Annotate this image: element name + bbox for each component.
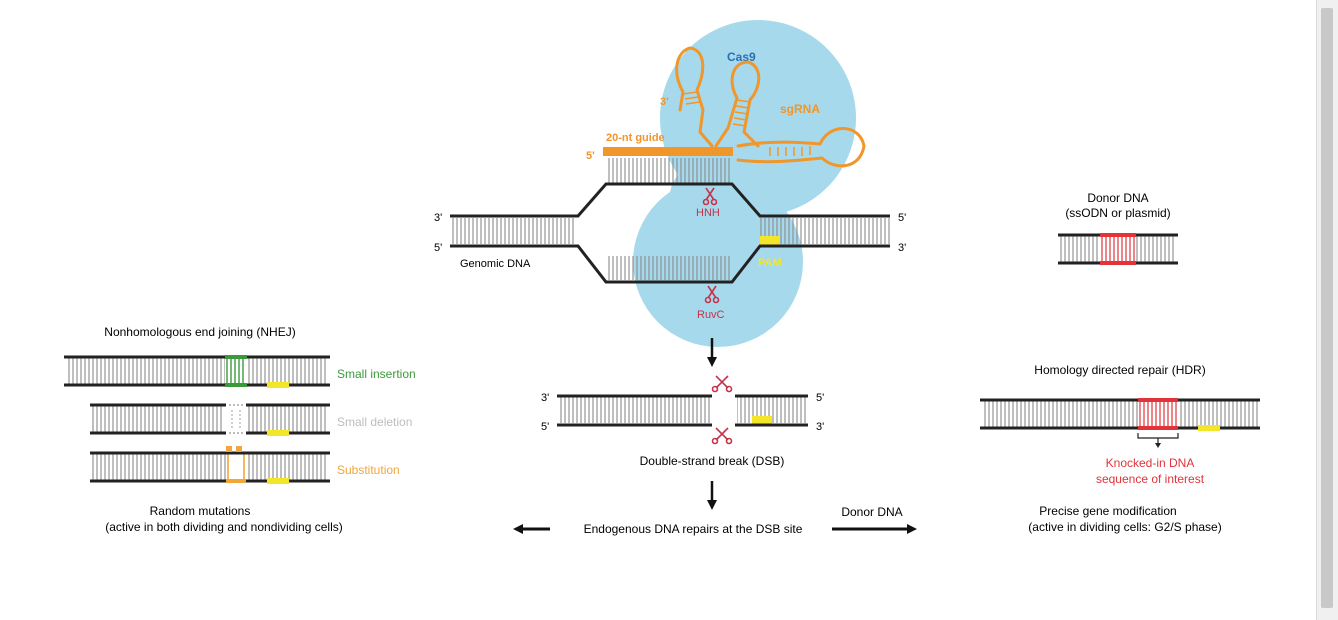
genomic-dna: 3' 5' 5' 3' Genomic DNA PAM HNH RuvC xyxy=(434,182,906,321)
dsb-right-bottom-end: 3' xyxy=(816,421,824,433)
pam-site xyxy=(760,236,780,245)
dsb-label: Double-strand break (DSB) xyxy=(640,454,785,468)
dsb-right-top-end: 5' xyxy=(816,392,824,404)
hnh-scissors-icon xyxy=(702,187,718,206)
substitution-mark-a xyxy=(226,446,232,452)
donor-title-line2: (ssODN or plasmid) xyxy=(1065,206,1170,220)
donor-dna-panel: Donor DNA (ssODN or plasmid) xyxy=(1058,191,1178,265)
nhej-substitution-dna xyxy=(90,446,330,484)
hdr-outcome-line2: (active in dividing cells: G2/S phase) xyxy=(1028,520,1221,534)
cas9-label: Cas9 xyxy=(727,50,756,64)
guide-rna-bar xyxy=(603,147,733,156)
insertion-pam xyxy=(267,382,289,388)
nhej-outcome-line2: (active in both dividing and nondividing… xyxy=(105,520,342,534)
sgrna-base-pairs xyxy=(682,91,811,156)
endogenous-repair-label: Endogenous DNA repairs at the DSB site xyxy=(584,522,803,536)
genomic-left-top-end: 3' xyxy=(434,212,442,224)
ruvc-scissors-icon xyxy=(704,285,720,304)
guide-target-rungs xyxy=(606,158,730,184)
hdr-insert-top xyxy=(1138,398,1178,402)
dsb-bottom-scissors-icon xyxy=(711,427,733,445)
hdr-pam xyxy=(1198,425,1220,431)
nhej-outcome-line1: Random mutations xyxy=(150,504,251,518)
ruvc-label: RuvC xyxy=(697,309,725,321)
scrollbar-thumb[interactable] xyxy=(1321,8,1333,608)
hdr-title: Homology directed repair (HDR) xyxy=(1034,363,1205,377)
deletion-pam xyxy=(267,430,289,436)
sgrna-label: sgRNA xyxy=(780,102,820,116)
dsb-dna: 3' 5' 5' 3' Double-strand break (DSB) xyxy=(541,375,824,468)
donor-arrow-label: Donor DNA xyxy=(841,505,902,519)
hdr-panel: Homology directed repair (HDR) Knocked-i… xyxy=(980,363,1260,534)
genomic-bottom-bubble-rungs xyxy=(608,256,732,280)
dsb-pam-site xyxy=(752,416,772,424)
hdr-outcome-line1: Precise gene modification xyxy=(1039,504,1176,518)
genomic-right-bottom-end: 3' xyxy=(898,242,906,254)
genomic-left-bottom-end: 5' xyxy=(434,242,442,254)
substitution-mark-b xyxy=(236,446,242,452)
knockin-line1: Knocked-in DNA xyxy=(1106,456,1195,470)
insertion-bottom-mark xyxy=(225,383,247,387)
hnh-label: HNH xyxy=(696,207,720,219)
hdr-insert-bottom xyxy=(1138,426,1178,430)
knockin-line2: sequence of interest xyxy=(1096,472,1205,486)
sgrna-scaffold xyxy=(675,46,866,168)
genomic-left-rungs xyxy=(452,218,576,244)
substitution-pam xyxy=(267,478,289,484)
donor-title-line1: Donor DNA xyxy=(1087,191,1148,205)
nhej-insertion-dna xyxy=(64,355,330,388)
sgrna-three-prime: 3' xyxy=(660,96,669,108)
dsb-left-rungs xyxy=(559,397,711,423)
insertion-top-mark xyxy=(225,355,247,359)
insertion-label: Small insertion xyxy=(337,367,416,381)
nhej-deletion-dna xyxy=(90,403,330,436)
genomic-bottom-strand xyxy=(450,244,890,284)
vertical-scrollbar[interactable] xyxy=(1316,0,1338,620)
dsb-top-scissors-icon xyxy=(711,375,733,393)
nhej-panel: Nonhomologous end joining (NHEJ) Small i… xyxy=(64,325,416,534)
guide-label: 20-nt guide xyxy=(606,132,665,144)
dsb-left-bottom-end: 5' xyxy=(541,421,549,433)
genomic-right-rungs xyxy=(760,218,890,244)
genomic-top-strand xyxy=(450,182,890,218)
genomic-right-top-end: 5' xyxy=(898,212,906,224)
deletion-label: Small deletion xyxy=(337,415,412,429)
pam-label: PAM xyxy=(758,257,782,269)
genomic-dna-label: Genomic DNA xyxy=(460,258,531,270)
dsb-left-top-end: 3' xyxy=(541,392,549,404)
substitution-label: Substitution xyxy=(337,463,400,477)
guide-five-prime: 5' xyxy=(586,150,595,162)
nhej-title: Nonhomologous end joining (NHEJ) xyxy=(104,325,295,339)
hdr-insert-rungs xyxy=(1138,401,1178,427)
